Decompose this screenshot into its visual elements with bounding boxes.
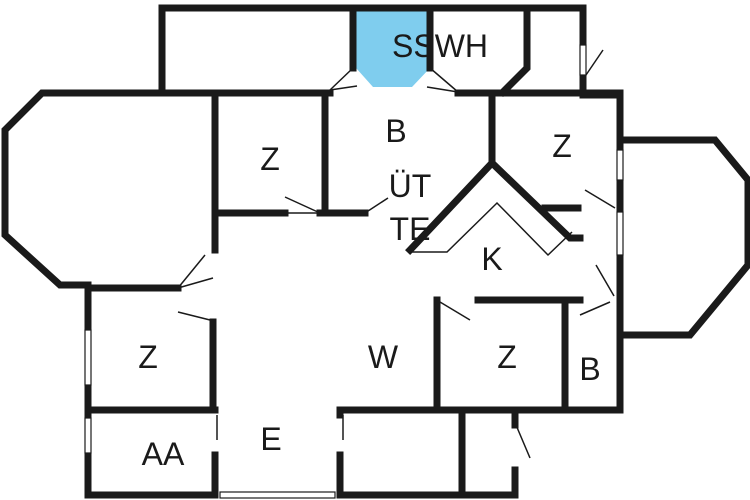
room-label-ut: ÜT [389,168,432,204]
room-label-z-top-right: Z [552,128,572,164]
room-label-z-middle: Z [497,339,517,375]
room-label-w: W [368,339,399,375]
room-label-z-left: Z [138,339,158,375]
room-label-te: TE [390,211,431,247]
room-labels: SSWH B Z ÜT TE K Z W Z B Z AA E [138,28,600,472]
room-label-bath-right: B [579,351,600,387]
room-label-e: E [260,421,281,457]
room-label-k: K [481,241,502,277]
room-label-aa: AA [142,436,185,472]
windows [84,44,624,499]
highlighted-room-sswh [356,9,430,87]
room-label-sswh: SSWH [392,28,488,64]
door-swings [177,49,616,459]
walls [1,4,750,499]
room-label-z-top-left: Z [260,141,280,177]
room-label-bath-top: B [385,113,406,149]
